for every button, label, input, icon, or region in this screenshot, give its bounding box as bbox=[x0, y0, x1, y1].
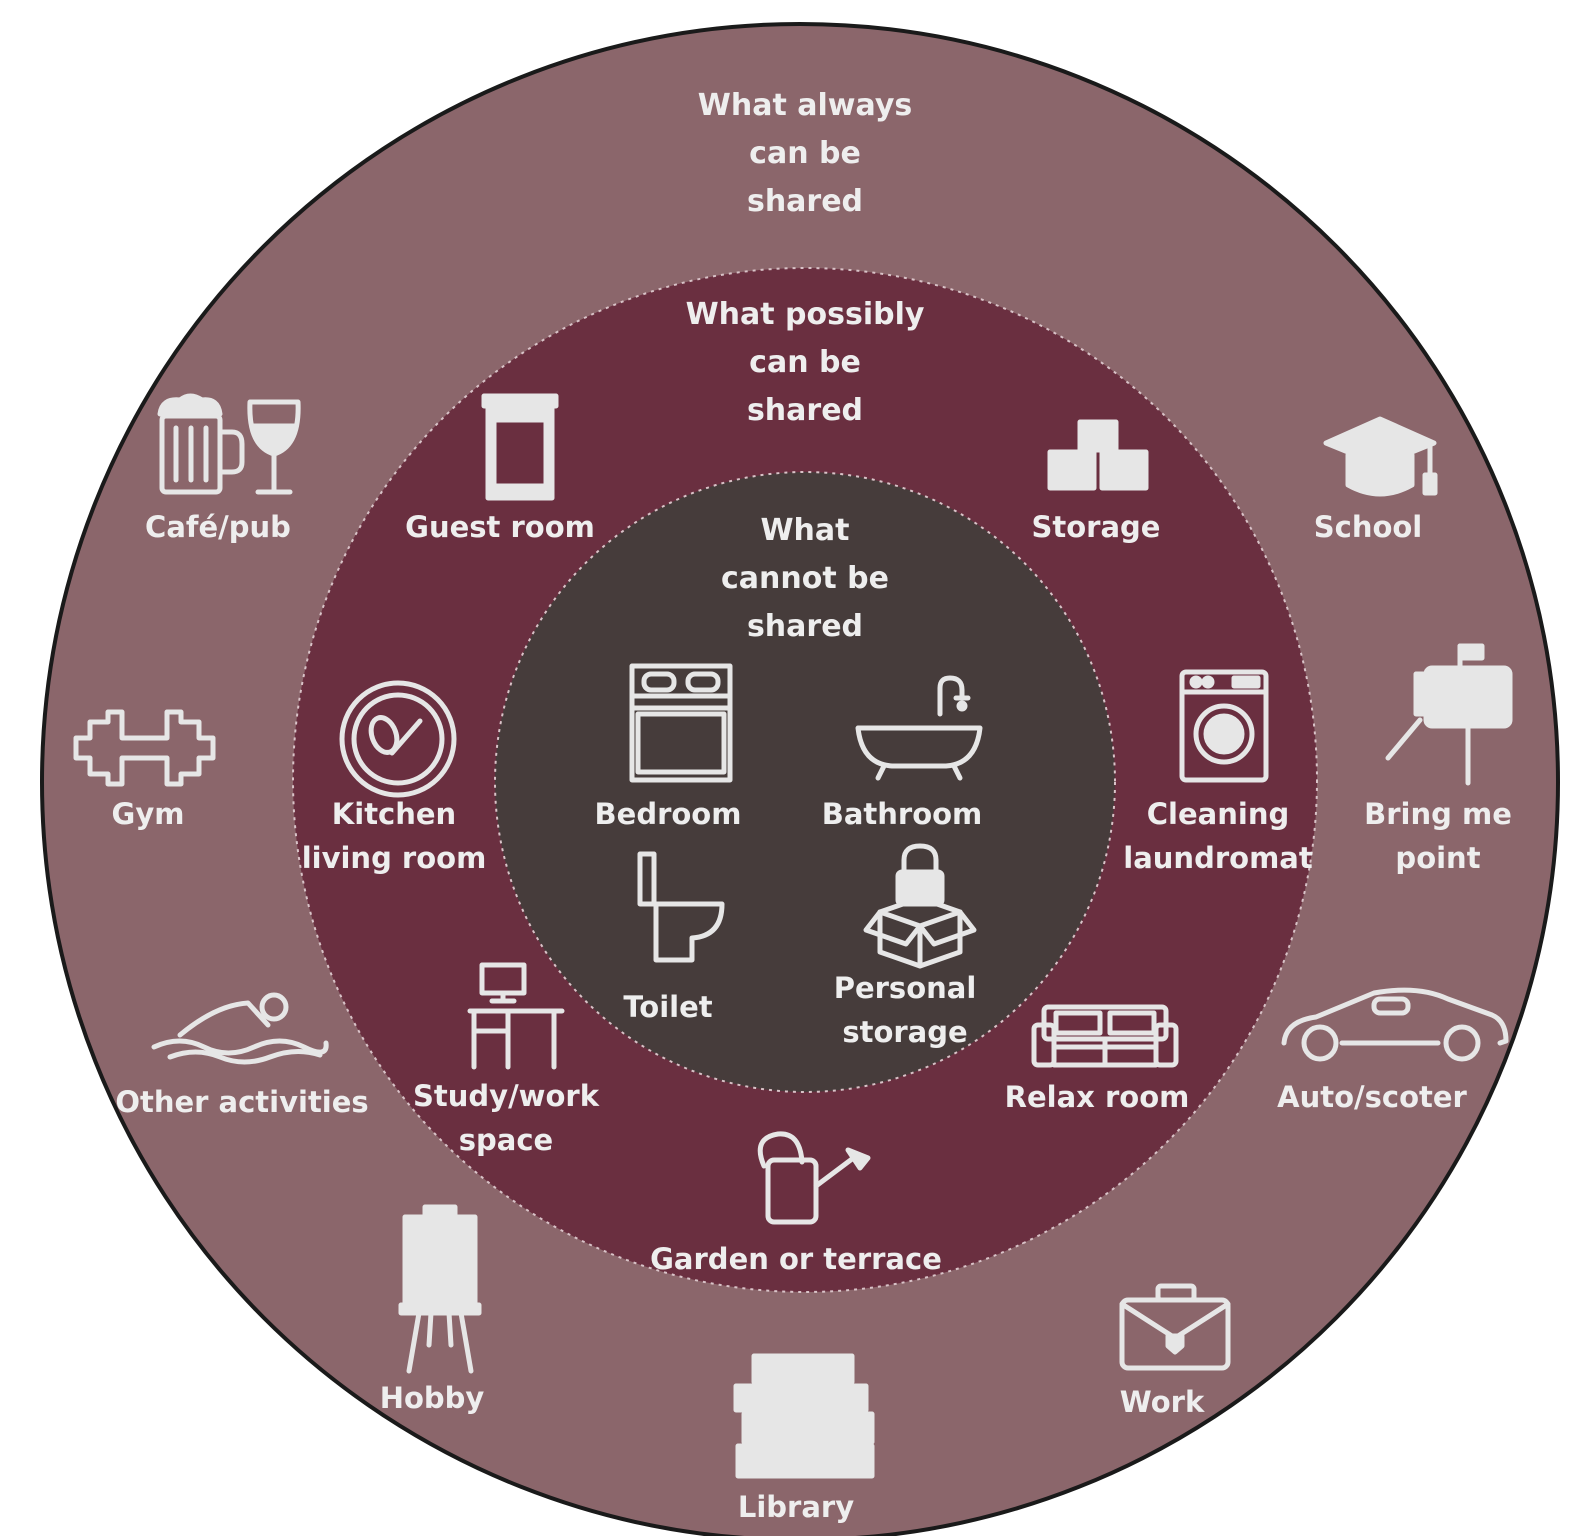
washing-machine-icon bbox=[1179, 669, 1269, 783]
inner-item-personal-storage: Personal storage bbox=[833, 971, 977, 1049]
locked-box-icon bbox=[863, 843, 977, 969]
outer-item-gym: Gym bbox=[111, 797, 185, 831]
graduation-cap-icon bbox=[1323, 416, 1438, 497]
plate-icon bbox=[339, 680, 457, 798]
zone-title-cannot: What cannot be shared bbox=[721, 513, 889, 644]
outer-item-school: School bbox=[1313, 510, 1423, 544]
middle-item-study: Study/work space bbox=[413, 1079, 599, 1157]
toilet-icon bbox=[637, 851, 725, 963]
middle-item-storage: Storage bbox=[1031, 510, 1161, 544]
outer-item-hobby: Hobby bbox=[379, 1381, 485, 1415]
mailbox-icon bbox=[1385, 643, 1513, 786]
swimmer-icon bbox=[151, 992, 329, 1065]
bed-icon bbox=[629, 663, 733, 783]
outer-item-cafe: Café/pub bbox=[145, 510, 291, 544]
outer-item-work: Work bbox=[1119, 1385, 1205, 1419]
middle-item-cleaning: Cleaning laundromat bbox=[1123, 797, 1313, 875]
books-icon bbox=[733, 1353, 875, 1479]
boxes-icon bbox=[1047, 419, 1149, 491]
door-icon bbox=[481, 393, 559, 501]
inner-item-bedroom: Bedroom bbox=[594, 797, 742, 831]
outer-item-auto: Auto/scoter bbox=[1277, 1080, 1467, 1114]
zone-title-always: What always can be shared bbox=[697, 88, 913, 219]
watering-can-icon bbox=[757, 1131, 871, 1225]
inner-item-bathroom: Bathroom bbox=[821, 797, 983, 831]
beer-wine-icon bbox=[157, 393, 301, 495]
easel-icon bbox=[398, 1204, 482, 1374]
middle-item-kitchen: Kitchen living room bbox=[301, 797, 487, 875]
outer-item-bring-me: Bring me point bbox=[1364, 797, 1512, 875]
briefcase-icon bbox=[1119, 1283, 1231, 1371]
outer-item-other: Other activities bbox=[115, 1085, 369, 1119]
middle-item-guest-room: Guest room bbox=[405, 510, 595, 544]
middle-item-relax: Relax room bbox=[1004, 1080, 1190, 1114]
middle-item-garden: Garden or terrace bbox=[650, 1242, 942, 1276]
desk-icon bbox=[467, 962, 565, 1070]
dumbbell-icon bbox=[73, 709, 216, 787]
car-icon bbox=[1281, 987, 1509, 1062]
sofa-icon bbox=[1031, 1004, 1179, 1068]
zone-title-possibly: What possibly can be shared bbox=[685, 297, 925, 428]
outer-item-library: Library bbox=[737, 1490, 855, 1524]
inner-item-toilet: Toilet bbox=[623, 990, 713, 1024]
bathtub-icon bbox=[855, 675, 983, 781]
